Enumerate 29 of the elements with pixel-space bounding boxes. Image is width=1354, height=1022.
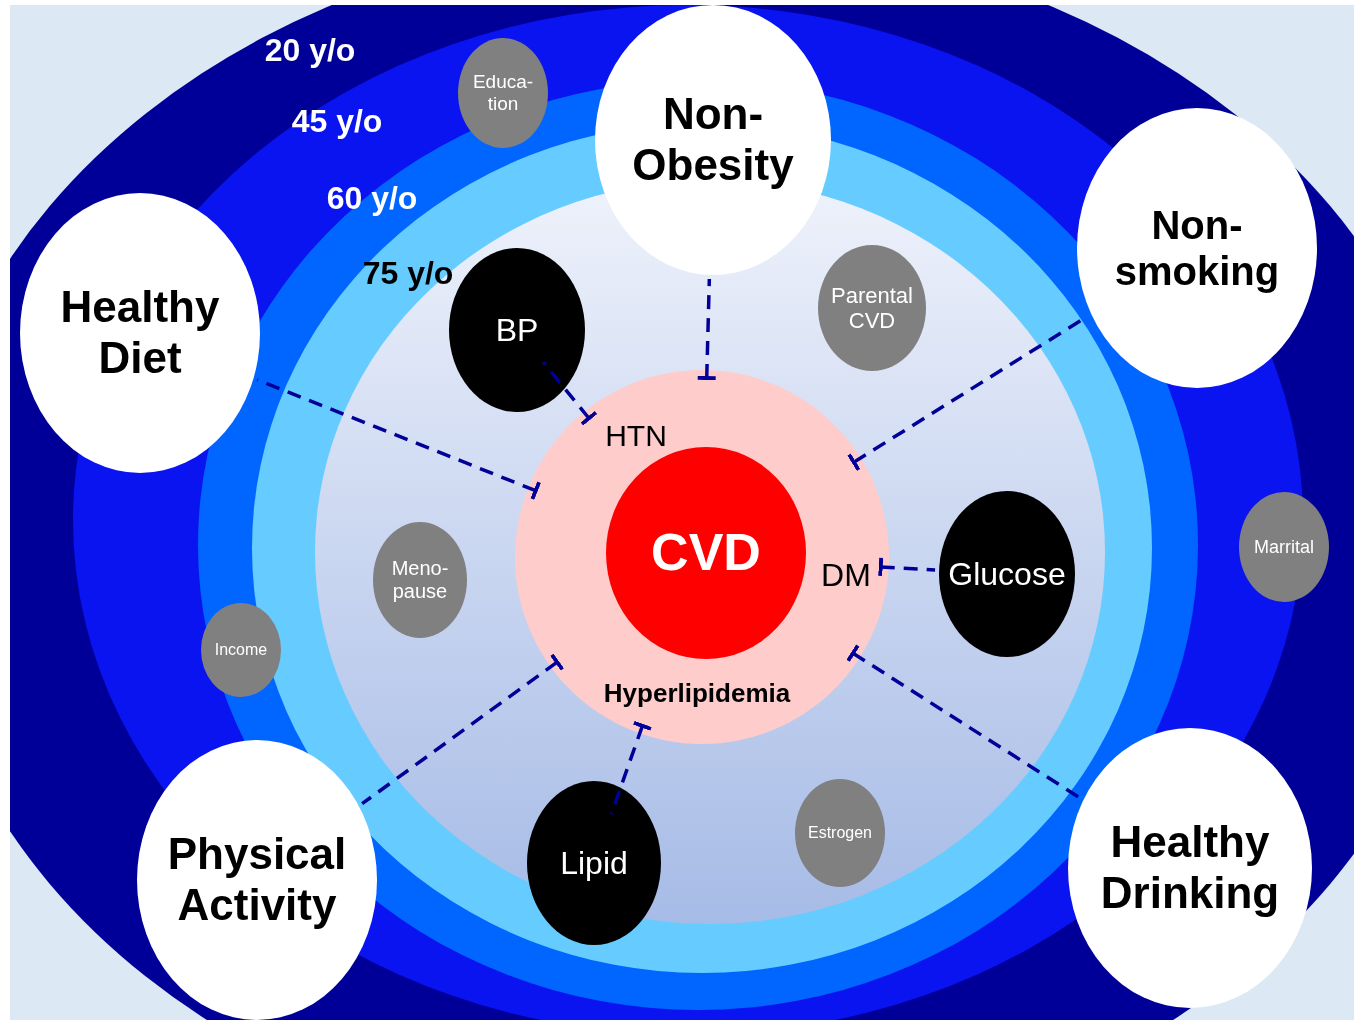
node-label: Healthy Drinking xyxy=(1099,817,1281,919)
inhibition-line xyxy=(541,361,598,426)
node-label: Non- Obesity xyxy=(631,89,795,191)
node-label: Marrital xyxy=(1254,536,1314,558)
inhibition-line xyxy=(361,652,565,806)
node-label: HTN xyxy=(605,421,667,451)
inhibition-line xyxy=(609,720,653,815)
inhibition-line xyxy=(846,643,1081,800)
node-label: Hyperlipidemia xyxy=(603,680,791,706)
node-label: Educa- tion xyxy=(471,71,535,115)
node-label: Meno- pause xyxy=(390,557,450,603)
node-label: Glucose xyxy=(948,555,1066,593)
inhibition-line xyxy=(878,556,936,578)
node-label: Estrogen xyxy=(807,823,872,843)
node-label: CVD xyxy=(651,523,761,583)
node-label: Physical Activity xyxy=(166,829,348,931)
age-label: 75 y/o xyxy=(362,254,454,292)
node-label: Parental CVD xyxy=(830,282,914,334)
inhibition-line xyxy=(256,378,542,502)
node-label: DM xyxy=(821,559,871,591)
age-label: 20 y/o xyxy=(264,31,356,69)
node-label: Lipid xyxy=(560,844,628,882)
age-label: 60 y/o xyxy=(326,179,418,217)
node-label: Healthy Diet xyxy=(59,282,221,384)
node-label: BP xyxy=(495,311,539,349)
inhibition-line xyxy=(695,278,718,381)
node-label: Non- smoking xyxy=(1113,202,1281,294)
node-label: Income xyxy=(214,640,268,660)
age-label: 45 y/o xyxy=(291,102,383,140)
